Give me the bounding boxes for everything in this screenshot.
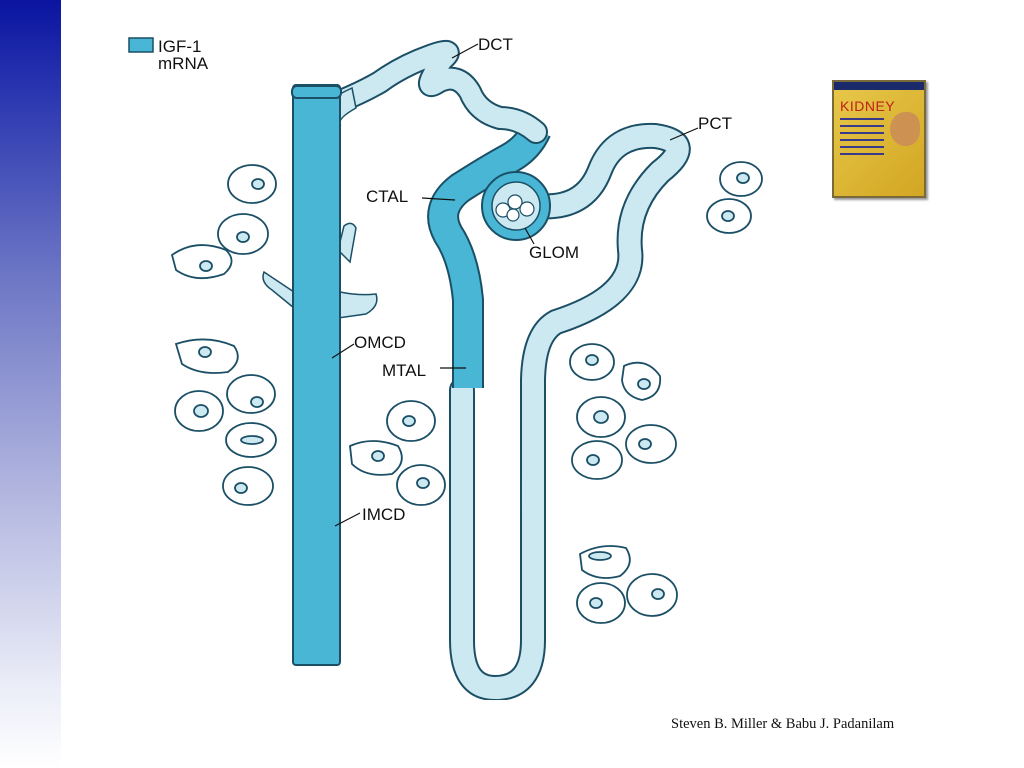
label-ctal: CTAL (366, 187, 408, 206)
nephron-diagram: IGF-1 mRNA (128, 35, 763, 700)
label-mtal: MTAL (382, 361, 426, 380)
collecting-duct (262, 84, 378, 666)
interstitial-cell (349, 440, 403, 476)
legend-label-line1: IGF-1 (158, 37, 201, 56)
legend-label-line2: mRNA (158, 54, 209, 73)
interstitial-cell (174, 390, 224, 432)
label-dct: DCT (478, 35, 513, 54)
interstitial-cell (706, 198, 752, 234)
label-glom: GLOM (529, 243, 579, 262)
interstitial-cells (170, 161, 763, 624)
interstitial-cell (227, 164, 277, 204)
kidney-illustration-icon (890, 112, 920, 146)
label-imcd: IMCD (362, 505, 405, 524)
interstitial-cell (225, 422, 277, 458)
interstitial-cell (579, 545, 631, 579)
interstitial-cell (569, 343, 615, 381)
interstitial-cell (621, 361, 662, 401)
book-title: KIDNEY (840, 98, 896, 114)
interstitial-cell (174, 338, 239, 374)
label-pct: PCT (698, 114, 732, 133)
interstitial-cell (386, 400, 436, 442)
slide-sidebar-gradient (0, 0, 61, 768)
interstitial-cell (217, 213, 269, 255)
interstitial-cell (226, 374, 276, 414)
interstitial-cell (170, 244, 233, 280)
kidney-book-cover: KIDNEY (832, 80, 926, 198)
label-omcd: OMCD (354, 333, 406, 352)
legend-swatch (128, 37, 154, 53)
interstitial-cell (576, 396, 626, 438)
author-credit: Steven B. Miller & Babu J. Padanilam (671, 716, 895, 732)
interstitial-cell (625, 424, 677, 464)
interstitial-cell (576, 582, 626, 624)
interstitial-cell (396, 464, 446, 506)
glomerulus (481, 171, 551, 241)
interstitial-cell (222, 466, 274, 506)
interstitial-cell (626, 573, 678, 617)
interstitial-cell (719, 161, 763, 197)
interstitial-cell (571, 440, 623, 480)
